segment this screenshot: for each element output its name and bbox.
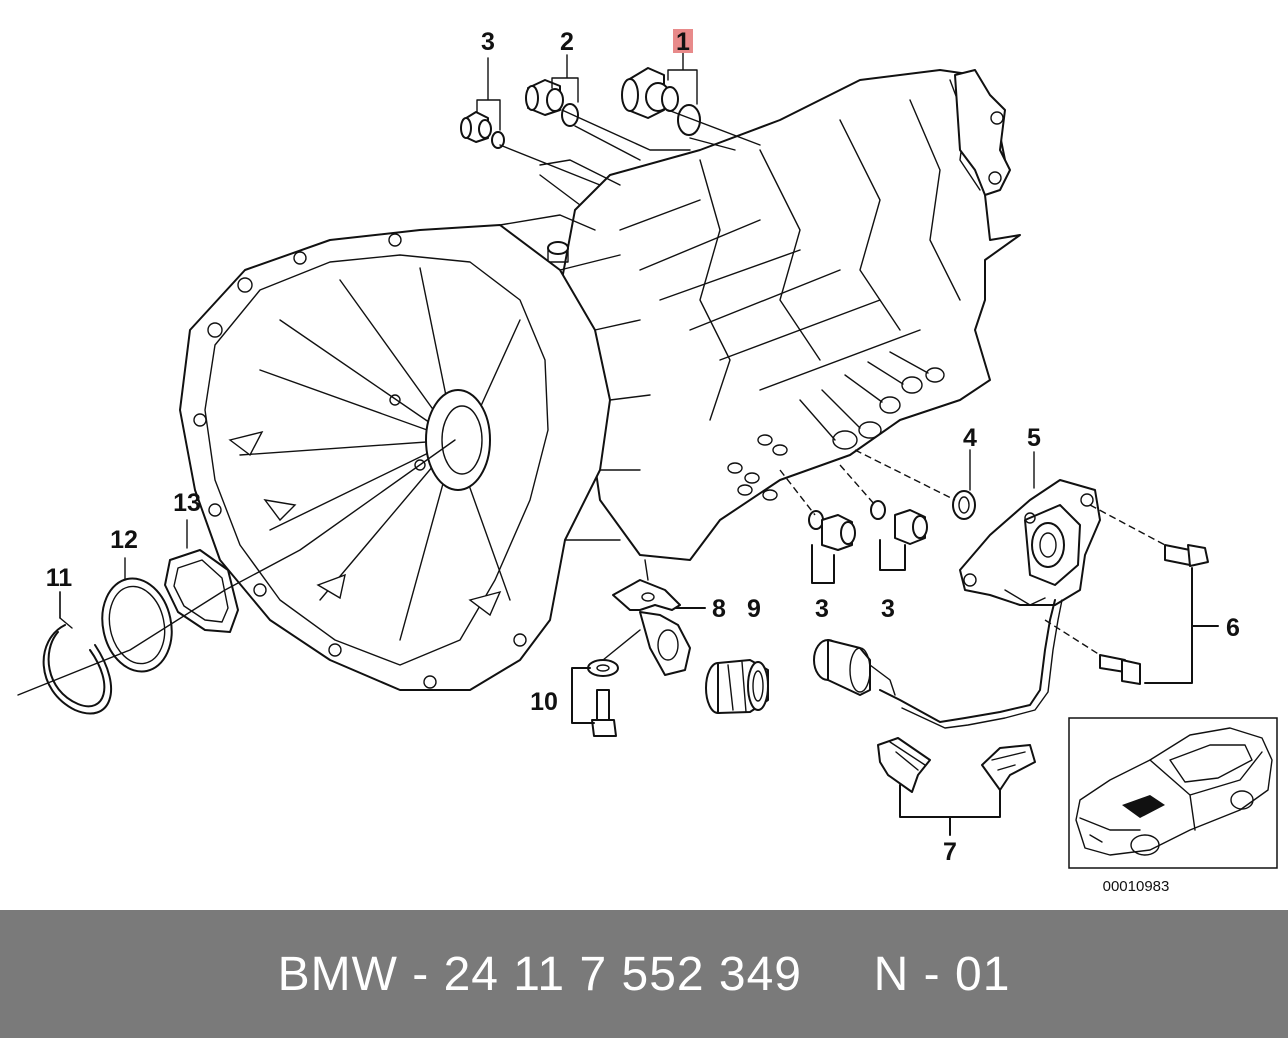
part-10-bolt [571,629,641,737]
part-8-bracket [612,559,706,676]
callout-5: 5 [1027,424,1041,452]
location-marker-icon [1122,795,1165,818]
callout-10: 10 [530,688,558,716]
callout-11: 11 [46,564,73,592]
callout-3-lower-left: 3 [815,595,829,623]
vehicle-locator-inset: 00010983 [1068,717,1278,895]
part-9-bushing [705,659,769,714]
callout-2: 2 [560,28,574,56]
part-1-plug [621,67,761,151]
callout-8: 8 [712,595,726,623]
parts-diagram: 1 2 3 3 3 4 5 6 7 8 9 10 11 12 13 000109… [17,28,1278,895]
part-3-plug-top [460,111,621,206]
callout-12: 12 [110,526,138,554]
part-12-seal-ring [101,557,173,673]
callout-brackets-top [59,51,1035,619]
callout-3-top: 3 [481,28,495,56]
part-number-banner: BMW - 24 11 7 552 349 N - 01 [0,910,1288,1038]
car-outline-icon [1075,727,1273,856]
part-4-sealing-ring [854,449,976,520]
part-3-plugs-lower [779,464,928,584]
callout-3-lower-right: 3 [881,595,895,623]
callout-6: 6 [1226,614,1240,642]
connector-hose [813,639,896,696]
callout-9: 9 [747,595,761,623]
callout-4: 4 [963,424,977,452]
part-5-slave-cylinder [879,479,1101,729]
part-7-clips [877,737,1036,836]
diagram-reference-number: 00010983 [1103,878,1170,895]
callout-1-highlight [673,29,693,53]
part-13-gasket [164,519,239,633]
part-2-plug [525,79,691,161]
callout-7: 7 [943,838,957,866]
callout-labels: 1 2 3 3 3 4 5 6 7 8 9 10 11 12 13 [46,28,1240,866]
part-11-circlip [42,591,112,715]
callout-13: 13 [173,489,201,517]
callout-1: 1 [676,28,690,56]
part-6-bolts [1044,504,1219,685]
part-number-text: BMW - 24 11 7 552 349 N - 01 [277,947,1011,1001]
transmission-housing [179,69,1021,691]
